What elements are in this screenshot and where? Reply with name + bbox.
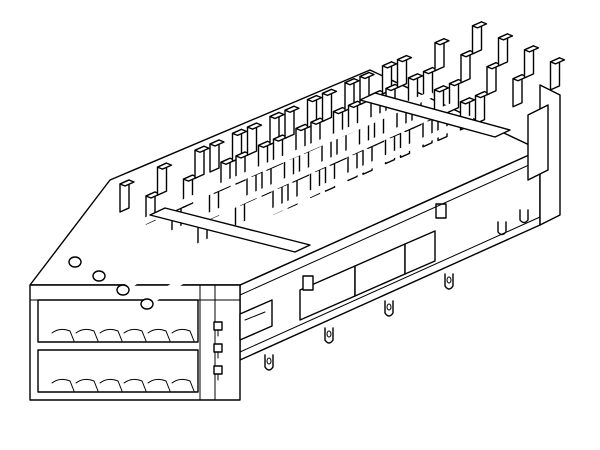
front-pin (213, 321, 223, 331)
front-pins (213, 321, 223, 381)
press-fit-pin (324, 327, 334, 344)
heat-sink-fin-cap (209, 139, 225, 147)
press-fit-pin-eye (386, 303, 392, 311)
side-tab-small (302, 275, 314, 291)
port-opening-upper (37, 299, 199, 343)
light-pipe-end (116, 284, 130, 296)
contact-spring (147, 378, 171, 392)
contact-spring (75, 328, 99, 342)
contact-spring (99, 328, 123, 342)
light-pipe-end (68, 256, 82, 268)
port-contacts (51, 328, 195, 392)
heat-sink-fin-cap (269, 111, 285, 120)
heat-sink-fin-cap (321, 88, 338, 97)
heat-sink-fin-cap (433, 85, 450, 93)
rear-tab (527, 84, 561, 226)
heat-sink-fin-cap (396, 54, 413, 63)
contact-spring (75, 378, 99, 392)
contact-spring (123, 328, 147, 342)
heat-sink-fin-cap (434, 38, 450, 46)
press-fit-pin-eye (266, 357, 272, 365)
heat-sink-fin-cap (284, 105, 300, 113)
heat-sink-fin-cap (523, 45, 540, 53)
port-openings (37, 299, 199, 393)
contact-spring (171, 328, 195, 342)
light-pipe-end (140, 298, 154, 310)
heat-sink-fin-cap (246, 122, 263, 130)
front-pin (213, 343, 223, 353)
contact-spring (99, 378, 123, 392)
heat-sink-fin-cap (306, 94, 323, 103)
heat-sink-fin-cap (459, 97, 476, 105)
press-fit-pin (264, 354, 274, 371)
light-pipe-end (92, 270, 106, 282)
press-fit-pin-eye (326, 330, 332, 338)
heat-sink-fin-cap (549, 57, 566, 65)
contact-spring (51, 328, 75, 342)
side-tab-right (435, 203, 447, 219)
side-slot-3 (404, 230, 436, 275)
side-window-large (239, 299, 273, 341)
heat-sink-fin-cap (344, 78, 360, 86)
heat-sink-fin-cap (359, 71, 375, 80)
light-pipe (143, 127, 494, 308)
heat-sink-fin-cap (497, 33, 514, 41)
bottom-pins (264, 209, 529, 371)
contact-spring (123, 378, 147, 392)
heat-sink-fin-cap (194, 145, 210, 153)
press-fit-pin (444, 273, 454, 290)
contact-spring (171, 378, 195, 392)
front-pin (213, 365, 223, 375)
light-pipe (71, 91, 434, 266)
pipe-clip-front (149, 207, 311, 253)
pipe-clip-rear (359, 92, 511, 138)
port-opening-lower (37, 349, 199, 393)
press-fit-pin-eye (446, 276, 452, 284)
press-fit-pin (497, 221, 507, 236)
heat-sink-fin-cap (119, 179, 135, 187)
heat-sink-fin-cap (231, 128, 248, 137)
rear-flange (527, 104, 549, 181)
press-fit-pin (519, 209, 529, 224)
pipe-clips (149, 92, 511, 253)
side-wall-details (239, 159, 541, 353)
heat-sink-fin-cap (471, 21, 488, 29)
heat-sink-fin-cap (407, 73, 424, 81)
heat-sink-fin-cap (156, 162, 173, 170)
heat-sink-fin-cap (381, 61, 398, 69)
contact-spring (51, 378, 75, 392)
contact-spring (147, 328, 171, 342)
press-fit-pin (384, 300, 394, 317)
